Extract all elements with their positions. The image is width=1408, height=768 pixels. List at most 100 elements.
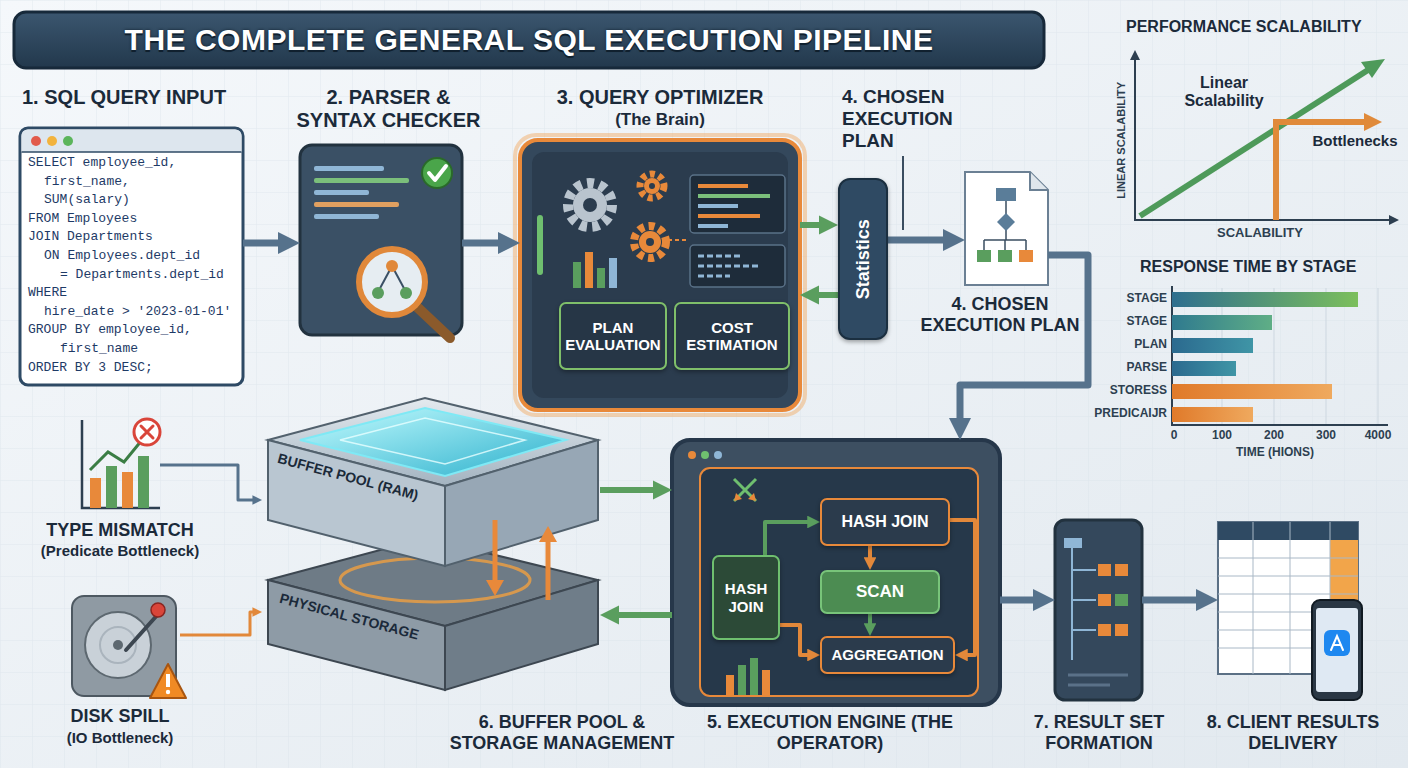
text-slot: 3. QUERY OPTIMIZER xyxy=(520,86,800,109)
cost-estimation-box: COST ESTIMATION xyxy=(674,302,790,370)
text-slot: 4. CHOSEN EXECUTION PLAN xyxy=(915,294,1085,335)
stage-heading: DISK SPILL xyxy=(12,706,228,727)
chart-label: PERFORMANCE SCALABILITY xyxy=(1126,18,1404,36)
disk-spill-drawing-part xyxy=(166,674,170,687)
parser-box: 2. PARSER & SYNTAX CHECKER xyxy=(300,145,462,335)
chart-label: STORESS xyxy=(1048,384,1167,398)
flow-arrow xyxy=(617,612,672,618)
box-label: SCAN xyxy=(856,582,904,602)
optimizer-drawing-part xyxy=(639,231,661,253)
stage-heading: 3. QUERY OPTIMIZER xyxy=(520,86,800,109)
flow-arrow xyxy=(600,487,655,493)
disk-spill-icon: DISK SPILL(IO Bottleneck) xyxy=(70,592,180,700)
text-slot: RESPONSE TIME BY STAGE xyxy=(1140,258,1402,276)
flow-arrow xyxy=(780,625,809,655)
response-time-chart-part xyxy=(1222,288,1378,425)
disk-spill-drawing xyxy=(72,596,186,698)
text-slot: = Departments.dept_id xyxy=(60,268,241,283)
response-time-chart-part xyxy=(1172,338,1253,353)
chart-label: PARSE xyxy=(1048,361,1167,375)
optimizer-drawing-part xyxy=(698,214,760,218)
code-line: first_name xyxy=(60,342,241,357)
text-slot: PERFORMANCE SCALABILITY xyxy=(1126,18,1404,36)
stage-heading: 2. PARSER & SYNTAX CHECKER xyxy=(286,86,491,132)
query-window-drawing-part xyxy=(31,136,41,146)
scan-box: SCAN xyxy=(820,570,940,614)
optimizer-drawing-part xyxy=(568,183,612,227)
parser-drawing-part xyxy=(386,260,398,272)
parser-drawing-part xyxy=(314,202,399,207)
stage-heading: 4. CHOSEN EXECUTION PLAN xyxy=(915,294,1085,335)
response-time-chart-part xyxy=(1172,292,1358,307)
title-slot: THE COMPLETE GENERAL SQL EXECUTION PIPEL… xyxy=(14,12,1044,68)
parser-drawing xyxy=(300,145,462,338)
execution-engine-drawing-part xyxy=(688,451,696,459)
box-label: PLAN EVALUATION xyxy=(565,319,661,354)
chart-label: 0 xyxy=(1152,429,1196,443)
disk-spill-drawing-part xyxy=(166,690,170,694)
parser-drawing-part xyxy=(416,306,450,338)
result-set-drawing-part xyxy=(1098,594,1111,606)
optimizer-drawing-part xyxy=(609,258,617,288)
optimizer-drawing xyxy=(515,135,805,415)
flow-arrow xyxy=(462,240,500,247)
client-results: 8. CLIENT RESULTS DELIVERY xyxy=(1218,520,1365,700)
query-window-drawing-part xyxy=(47,136,57,146)
text-slot: ON Employees.dept_id xyxy=(44,249,241,264)
optimizer-drawing-part xyxy=(573,188,607,222)
query-window-drawing-part xyxy=(63,136,73,146)
code-line: FROM Employees xyxy=(28,212,241,227)
stage-heading: (IO Bottleneck) xyxy=(12,729,228,746)
execution-engine-drawing-part xyxy=(734,493,756,501)
optimizer-drawing-part xyxy=(537,215,543,275)
type-mismatch-drawing-part xyxy=(134,419,160,445)
plan-document-drawing-part xyxy=(1019,250,1033,262)
chart-label: 200 xyxy=(1252,429,1296,443)
type-mismatch-drawing xyxy=(82,419,160,508)
client-results-drawing-part xyxy=(1316,608,1358,692)
optimizer-drawing-part xyxy=(646,238,654,246)
text-slot: first_name xyxy=(60,342,241,357)
stage-heading: (Predicate Bottleneck) xyxy=(12,542,228,559)
flow-arrow xyxy=(888,237,945,244)
plan-document: 4. CHOSEN EXECUTION PLAN xyxy=(965,172,1048,285)
text-slot: STORESS xyxy=(1048,384,1167,398)
text-slot: 4. CHOSEN EXECUTION PLAN xyxy=(842,86,977,152)
chart-label: TIME (HIONS) xyxy=(1215,446,1335,460)
flow-arrow xyxy=(1000,597,1035,604)
parser-drawing-part xyxy=(359,249,425,315)
optimizer-drawing-part xyxy=(698,204,738,208)
optimizer-drawing-part xyxy=(698,224,728,228)
text-slot: TIME (HIONS) xyxy=(1215,446,1335,460)
result-set-drawing-part xyxy=(1072,545,1096,660)
query-window-drawing-part xyxy=(22,151,242,153)
buffer-pool-drawing xyxy=(268,398,598,690)
text-slot: JOIN Departments xyxy=(28,230,241,245)
flow-arrow xyxy=(180,612,253,635)
flow-arrow xyxy=(868,546,872,559)
plan-document-drawing-part xyxy=(998,250,1012,262)
text-slot: (Predicate Bottleneck) xyxy=(12,542,228,559)
text-slot: 5. EXECUTION ENGINE (THE OPERATOR) xyxy=(705,712,955,753)
parser-drawing-part xyxy=(314,190,369,195)
chart-label: Linear Scalability xyxy=(1172,74,1276,111)
text-slot: 0 xyxy=(1152,429,1196,443)
chart-label: Bottlenecks xyxy=(1306,132,1404,149)
optimizer-drawing-part xyxy=(698,184,748,188)
optimizer-drawing-part xyxy=(583,198,597,212)
text-slot: SELECT employee_id, xyxy=(28,156,241,171)
flow-arrow xyxy=(817,292,838,298)
parser-drawing-part xyxy=(314,214,379,219)
client-results-drawing-part xyxy=(1218,522,1358,540)
chart-label: SCALABILITY xyxy=(1200,226,1320,241)
text-slot: Bottlenecks xyxy=(1306,132,1404,149)
buffer-pool-stack: BUFFER POOL (RAM)PHYSICAL STORAGE6. BUFF… xyxy=(262,395,600,700)
code-line: ON Employees.dept_id xyxy=(44,249,241,264)
response-time-chart-part xyxy=(1172,407,1253,422)
box-label: HASH JOIN xyxy=(718,580,774,615)
flow-arrow xyxy=(868,614,872,625)
hash-join-box: HASH JOIN xyxy=(820,498,950,546)
axis-label: LINEAR SCALABILITY xyxy=(1115,60,1128,220)
flow-arrow xyxy=(960,255,1088,420)
type-mismatch-drawing-part xyxy=(138,456,149,508)
